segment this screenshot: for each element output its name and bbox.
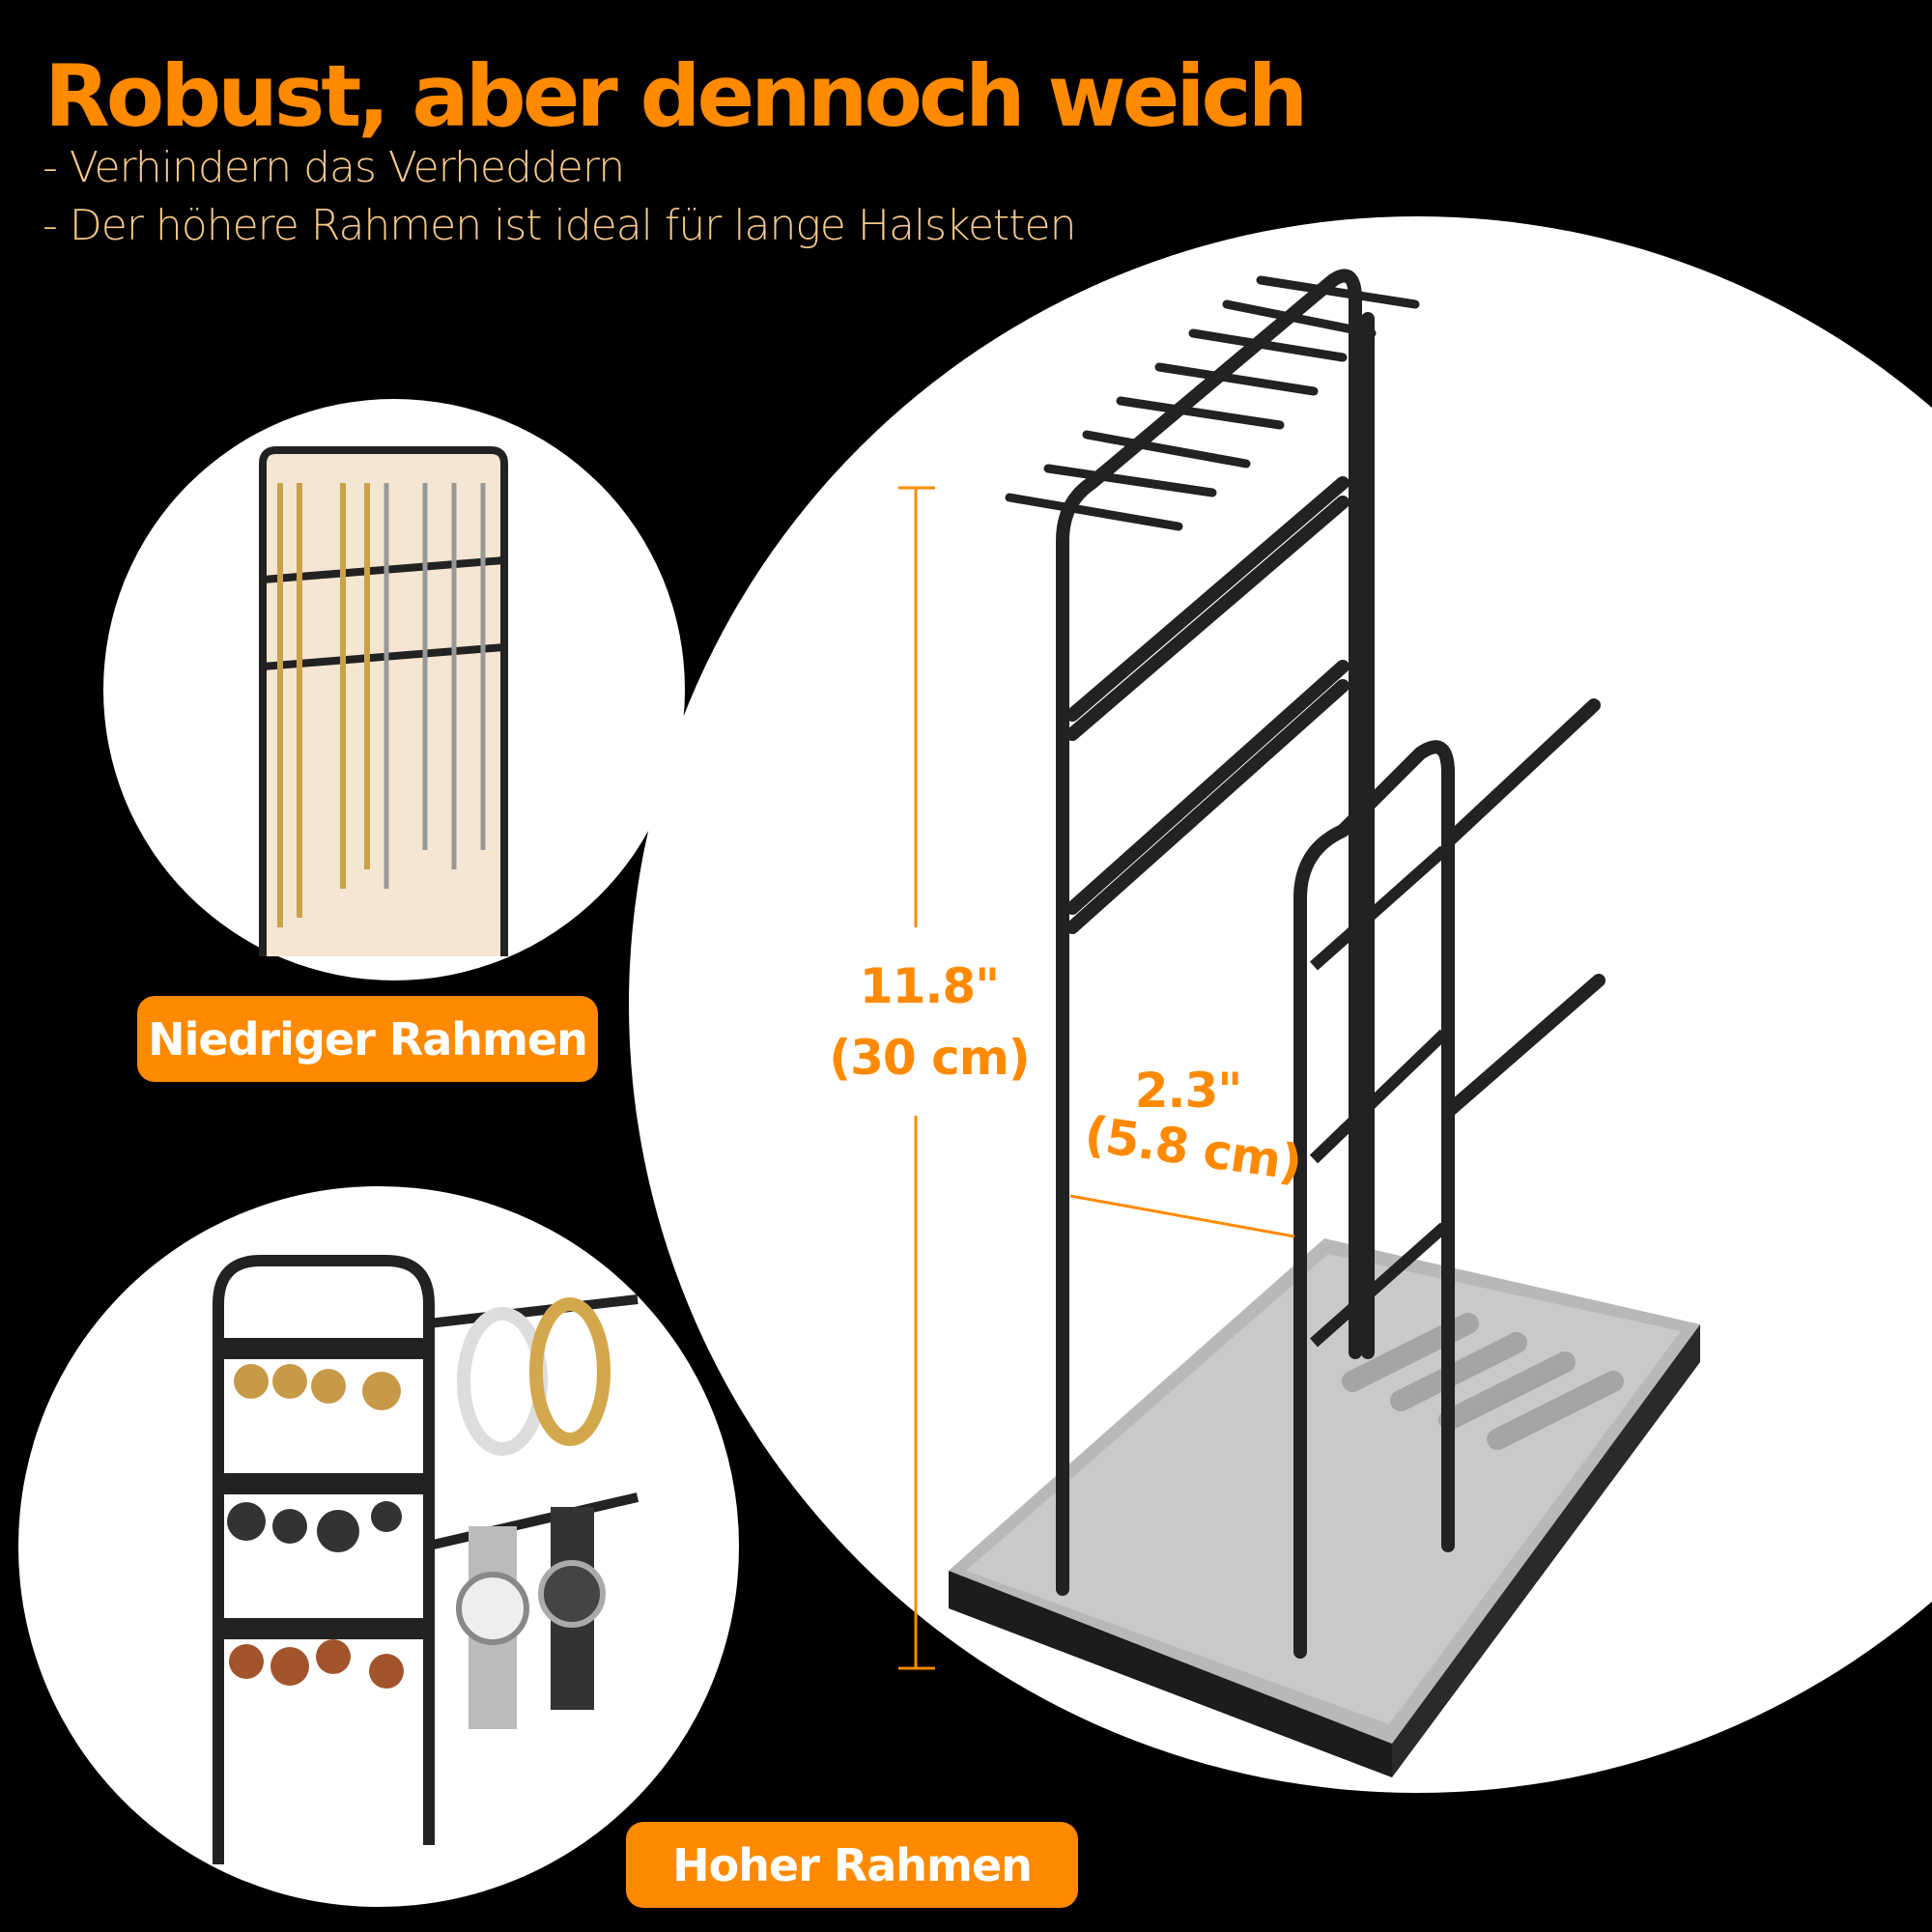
height-dimension-line: [898, 486, 935, 1670]
high-frame-jewelry-image: [213, 1255, 639, 1864]
high-frame-detail-circle: [18, 1186, 739, 1907]
height-inches: 11.8": [859, 958, 1000, 1014]
depth-dimension-line: [1069, 1194, 1295, 1238]
bullet-high-frame: - Der höhere Rahmen ist ideal für lange …: [43, 201, 1077, 250]
bullet-tangle: - Verhindern das Verheddern: [43, 143, 625, 192]
depth-inches: 2.3": [1134, 1063, 1243, 1119]
jewelry-stand-image: [949, 269, 1700, 1777]
headline: Robust, aber dennoch weich: [44, 46, 1308, 146]
high-frame-label: Hoher Rahmen: [626, 1822, 1078, 1908]
low-frame-necklace-image: [259, 446, 508, 956]
low-frame-label: Niedriger Rahmen: [137, 996, 598, 1082]
height-cm: (30 cm): [829, 1030, 1030, 1086]
